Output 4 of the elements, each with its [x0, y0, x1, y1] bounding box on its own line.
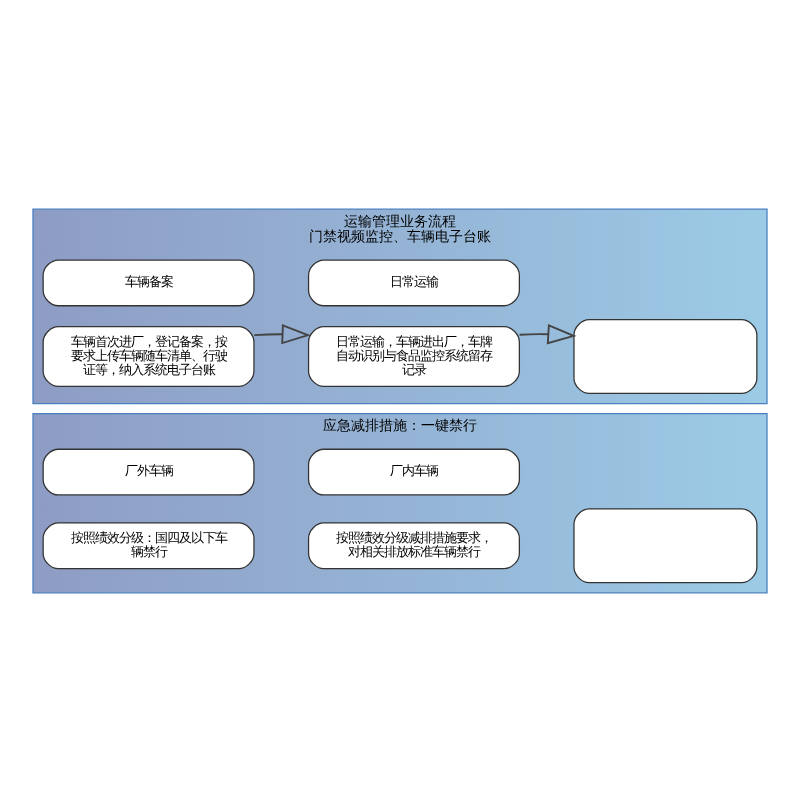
node-box: [573, 507, 758, 583]
arrow: [518, 323, 577, 344]
arrow: [253, 322, 311, 344]
node-box: [573, 318, 758, 393]
